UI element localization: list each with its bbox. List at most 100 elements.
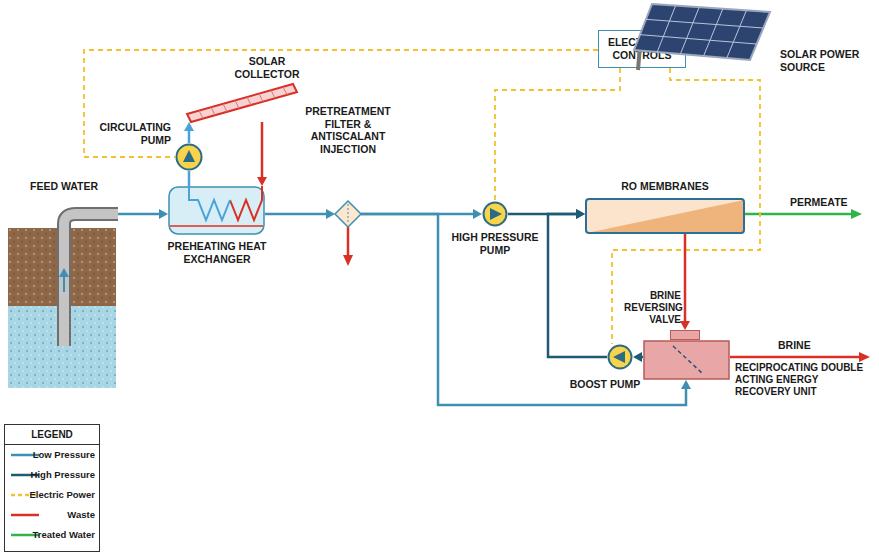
filter-diamond [335, 201, 361, 227]
arrow-head [681, 380, 691, 389]
filter-body [335, 201, 361, 227]
connector-line [265, 213, 329, 216]
connector-line [84, 50, 598, 157]
well-pipe-bore [64, 214, 118, 346]
drawing-part [859, 352, 870, 362]
pump-body [609, 346, 632, 369]
node-label: PRETREATMENT FILTER & ANTISCALANT INJECT… [298, 105, 398, 155]
pretreatment-filter: PRETREATMENT FILTER & ANTISCALANT INJECT… [335, 201, 361, 227]
feed-passage [170, 225, 263, 227]
collector-tube [199, 111, 203, 119]
legend-sample [9, 505, 41, 525]
legend-label: High Pressure [31, 469, 95, 480]
collector-tube [259, 94, 263, 102]
arrow-head [257, 177, 267, 186]
well-illustration [8, 196, 118, 388]
pump-symbol [175, 143, 203, 171]
legend-label: Low Pressure [33, 449, 95, 460]
legend-row: High Pressure [5, 465, 99, 485]
drawing-part [745, 213, 852, 216]
flow-arrow [63, 276, 65, 292]
reversing-valve: BRINE REVERSING VALVE [670, 330, 700, 340]
collector-tube [211, 107, 215, 115]
flow-connector [189, 171, 190, 186]
panel-grid [646, 19, 763, 28]
valve-symbol [670, 330, 700, 340]
drawing-part [347, 227, 350, 256]
node-label: HIGH PRESSURE PUMP [450, 231, 540, 256]
ro-membrane: RO MEMBRANES [585, 198, 745, 234]
arrow-head [473, 209, 482, 219]
well-pipe [64, 214, 118, 346]
heat-exchanger-shell [168, 186, 265, 235]
solar-collector: SOLAR COLLECTOR [183, 82, 300, 122]
legend-row: Electric Power [5, 485, 99, 505]
arrow-head [576, 209, 585, 219]
pump-body [484, 203, 507, 226]
arrow-head [184, 122, 194, 131]
flow-arrow-head [59, 268, 69, 277]
flow-connector [118, 209, 168, 219]
pump-body [177, 145, 202, 170]
valve-body [671, 331, 700, 340]
panel-grid [704, 9, 723, 56]
legend-label: Waste [67, 509, 95, 520]
connector-line [361, 214, 686, 405]
node-label: CIRCULATING PUMP [91, 121, 171, 146]
node-label: FEED WATER [30, 180, 120, 193]
flow-label: PERMEATE [790, 196, 870, 209]
collector-tube [223, 104, 227, 112]
cool-coil [189, 186, 230, 220]
panel-grid [680, 7, 699, 54]
legend-row: Low Pressure [5, 445, 99, 465]
node-label: RO MEMBRANES [605, 180, 725, 193]
circulating-pump: CIRCULATING PUMP [175, 143, 203, 171]
node-label: SOLAR COLLECTOR [231, 55, 303, 80]
exchanger-body [169, 187, 264, 234]
flow-connector [265, 209, 335, 219]
legend-row: Treated Water [5, 525, 99, 545]
node-label: RECIPROCATING DOUBLE ACTING ENERGY RECOV… [735, 362, 875, 398]
flow-connector [257, 122, 267, 186]
solar-collector-panel [183, 82, 300, 122]
collector-tube [271, 90, 275, 98]
flow-label: BRINE [778, 339, 838, 352]
flow-connector [361, 214, 691, 405]
node-label: BRINE REVERSING VALVE [624, 290, 681, 326]
arrow-head [159, 209, 168, 219]
membrane-vessel [585, 198, 745, 234]
node-label: SOLAR POWER SOURCE [780, 48, 870, 73]
arrow-head [633, 352, 642, 362]
drawing-part [851, 209, 862, 219]
energy-recovery-body [643, 340, 730, 380]
feed-well: FEED WATER [8, 196, 118, 388]
high-pressure-pump: HIGH PRESSURE PUMP [482, 201, 508, 227]
panel-grid [640, 35, 757, 44]
permeate-arrow [745, 209, 862, 219]
pump-symbol [482, 201, 508, 227]
heat-exchanger: PREHEATING HEAT EXCHANGER [168, 186, 265, 235]
solar-panel [628, 0, 778, 72]
energy-recovery-unit: RECIPROCATING DOUBLE ACTING ENERGY RECOV… [643, 340, 730, 380]
hot-coil [230, 186, 262, 220]
boost-pump: BOOST PUMP [607, 344, 633, 370]
arrow-head [326, 209, 335, 219]
collector-tube [283, 87, 287, 95]
connector-line [548, 214, 607, 357]
arrow-head [680, 321, 690, 330]
panel-face [634, 4, 770, 60]
filter-media [348, 204, 349, 224]
connector-line [495, 68, 620, 201]
panel-grid [727, 10, 747, 58]
pump-arrow [183, 150, 195, 162]
pump-arrow [490, 208, 502, 220]
legend-box: LEGENDLow PressureHigh PressureElectric … [4, 424, 100, 552]
legend-label: Treated Water [33, 529, 95, 540]
connector-line [188, 171, 191, 186]
eru-cylinder [644, 341, 729, 379]
collector-tube [235, 100, 239, 108]
flow-connector [184, 122, 194, 143]
